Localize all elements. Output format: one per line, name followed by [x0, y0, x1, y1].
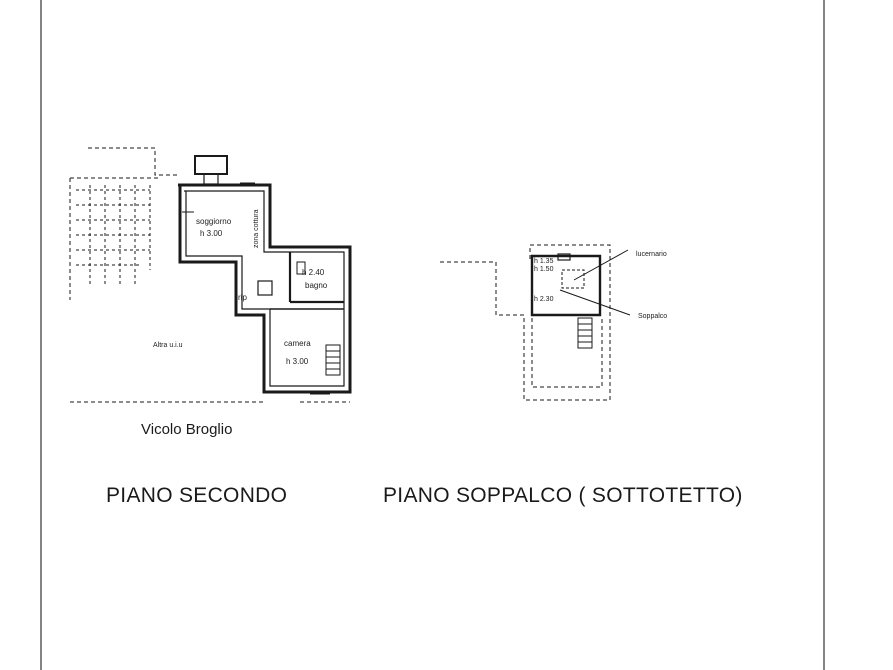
- apartment-outer-wall: [178, 183, 352, 394]
- plan-piano-secondo: [69, 147, 352, 403]
- loft-leader: [559, 289, 631, 316]
- lower-floor-outline: [440, 244, 611, 401]
- loft-wall: [530, 254, 602, 317]
- bath-height: h 2.40: [302, 268, 325, 277]
- storage-fixture: [257, 280, 273, 296]
- adjacent-buildings: [69, 147, 350, 403]
- kitchen-zone-label: zona cottura: [253, 209, 260, 248]
- living-room-name: soggiorno: [196, 217, 232, 226]
- living-room-height: h 3.00: [200, 229, 223, 238]
- storage-label: rip: [238, 293, 247, 302]
- plan-title-soppalco: PIANO SOPPALCO ( SOTTOTETTO): [383, 484, 743, 507]
- adjacent-stair-hatch: [76, 185, 151, 285]
- skylight-outline: [561, 269, 585, 289]
- street-name: Vicolo Broglio: [141, 421, 233, 438]
- chimney-box: [194, 155, 228, 175]
- loft-height-3: h 2.30: [534, 296, 554, 303]
- other-unit-label: Altra u.i.u: [153, 342, 183, 349]
- loft-height-2: h 1.50: [534, 266, 554, 273]
- bath-name: bagno: [305, 281, 328, 290]
- bath-fixture: [296, 261, 306, 275]
- loft-height-1: h 1.35: [534, 258, 554, 265]
- plan-title-secondo: PIANO SECONDO: [106, 484, 288, 507]
- plan-piano-soppalco: [440, 244, 631, 401]
- bedroom-height: h 3.00: [286, 357, 309, 366]
- skylight-leader: [573, 249, 629, 281]
- bedroom-staircase: [325, 344, 341, 376]
- skylight-label: lucernario: [636, 251, 667, 258]
- loft-label: Soppalco: [638, 313, 667, 320]
- bedroom-name: camera: [284, 339, 311, 348]
- loft-staircase: [577, 317, 593, 349]
